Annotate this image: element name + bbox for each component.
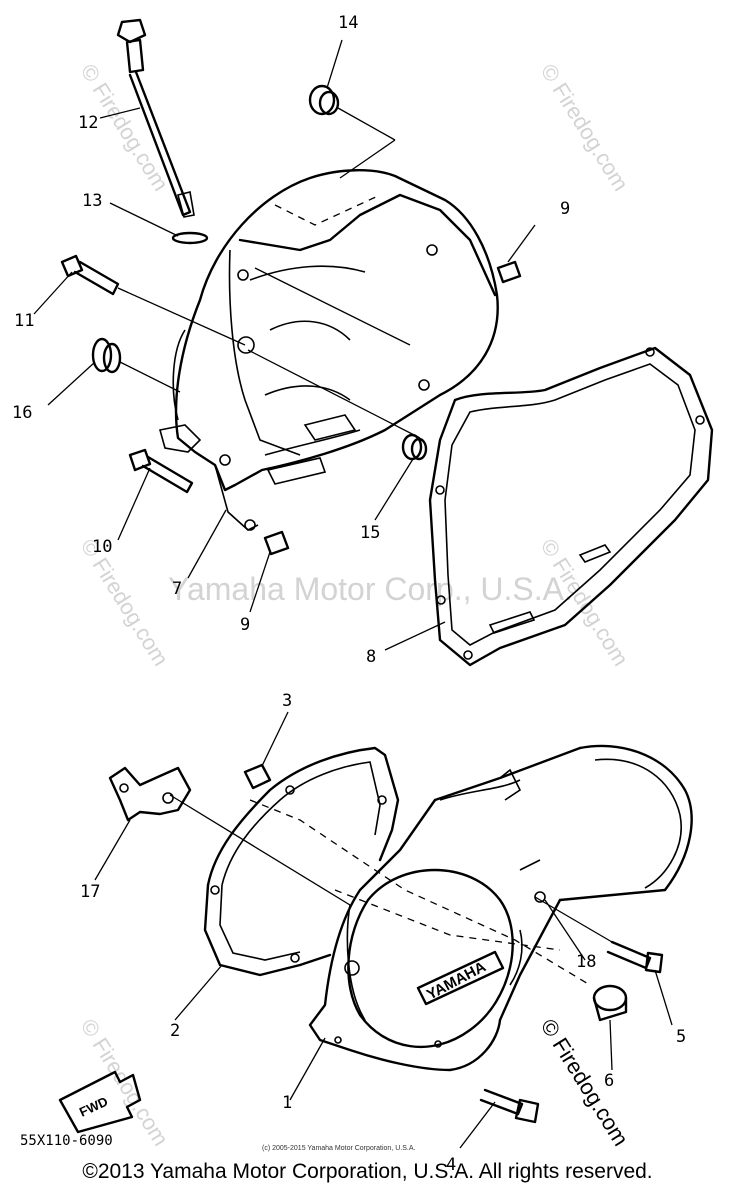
dowel-pin-9-lower (263, 530, 290, 556)
gasket-2 (203, 746, 400, 977)
callout-9: 9 (560, 199, 570, 219)
callout-13: 13 (82, 191, 102, 211)
fwd-label: FWD (77, 1094, 110, 1120)
callout-6: 6 (604, 1071, 614, 1091)
callout-7: 7 (172, 579, 182, 599)
diagram-code: 55X110-6090 (20, 1133, 113, 1149)
callout-5: 5 (676, 1027, 686, 1047)
callout-1: 1 (282, 1093, 292, 1113)
bolt-4 (479, 1088, 540, 1124)
callout-4: 4 (446, 1155, 456, 1175)
bolt-10 (128, 448, 194, 494)
dowel-pin-9-upper (496, 260, 522, 284)
gasket-8 (428, 346, 714, 667)
callout-17: 17 (80, 882, 100, 902)
callout-11: 11 (14, 311, 34, 331)
callout-18: 18 (576, 952, 596, 972)
oil-seal-14 (308, 84, 340, 116)
bolt-11 (60, 254, 120, 296)
cap-6 (592, 984, 628, 1022)
o-ring-13 (171, 231, 209, 245)
watermark-site: © Firedog.com (76, 1014, 174, 1150)
callout-12: 12 (78, 113, 98, 133)
fine-print: (c) 2005-2015 Yamaha Motor Corporation, … (262, 1145, 415, 1152)
oil-seal-15 (401, 433, 428, 461)
callout-3: 3 (282, 691, 292, 711)
callout-16: 16 (12, 403, 32, 423)
callout-8: 8 (366, 647, 376, 667)
dipstick-12 (116, 18, 195, 218)
watermark-site: © Firedog.com (76, 534, 174, 670)
watermark-site: © Firedog.com (536, 59, 634, 195)
upper-leader-lines (33, 39, 536, 651)
yamaha-logo-plate (416, 950, 505, 1006)
copyright-notice: ©2013 Yamaha Motor Corporation, U.S.A. A… (82, 1160, 653, 1183)
callout-10: 10 (92, 537, 112, 557)
callout-14: 14 (338, 13, 358, 33)
bolt-5 (606, 940, 664, 974)
watermark-company: Yamaha Motor Corp., U.S.A. (168, 571, 573, 607)
bracket-17 (108, 766, 192, 822)
watermark-layer: © Firedog.com © Firedog.com © Firedog.co… (76, 59, 634, 1150)
callout-15: 15 (360, 523, 380, 543)
lower-leader-lines (94, 711, 673, 1149)
grommet-3 (243, 763, 272, 790)
crankcase-cover-1: YAMAHA (308, 744, 693, 1072)
crankcase-cover-7 (158, 169, 499, 531)
callout-2: 2 (170, 1021, 180, 1041)
callout-9: 9 (240, 615, 250, 635)
watermark-site: © Firedog.com (536, 1014, 634, 1150)
oil-seal-16 (91, 337, 122, 374)
